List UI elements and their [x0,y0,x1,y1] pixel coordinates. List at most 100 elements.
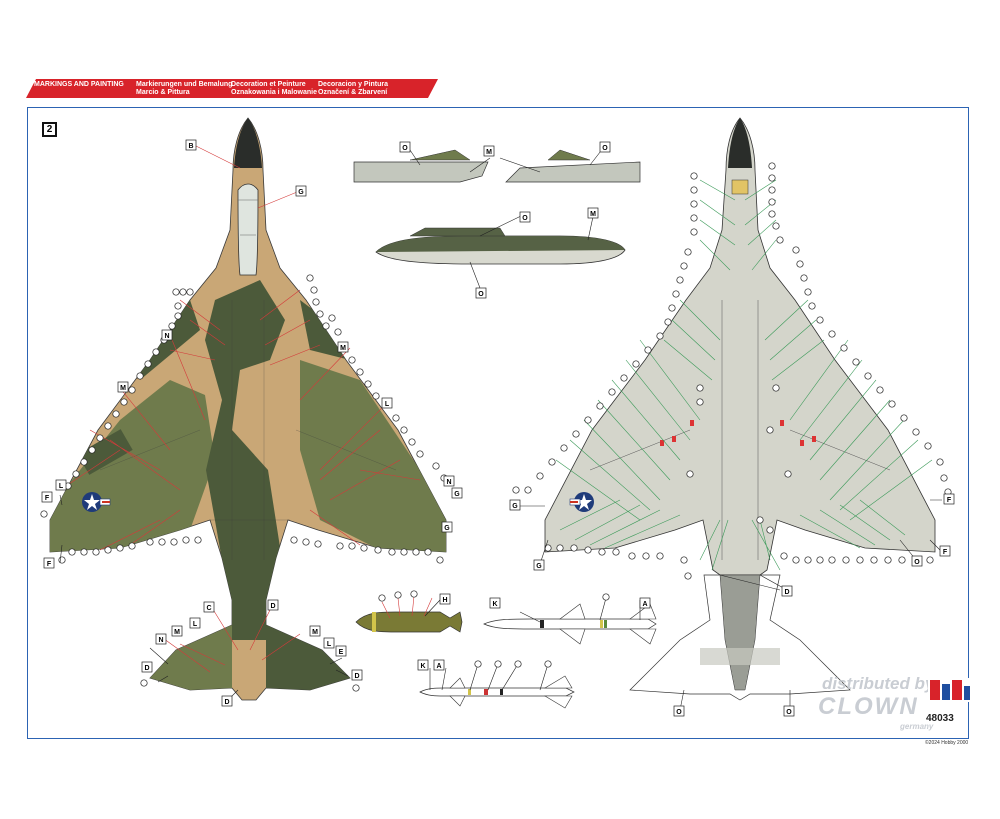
callout-F: F [41,491,53,503]
callout-M6: M [587,207,599,219]
callout-L2: L [55,479,67,491]
callout-L4: L [323,637,335,649]
svg-text:D: D [354,673,359,680]
title-en: MARKINGS AND PAINTING [34,81,124,88]
svg-text:D: D [784,589,789,596]
sheet-number: 2 [42,122,57,137]
callout-M5: M [483,145,495,157]
callout-F2: F [43,557,55,569]
callout-M2: M [117,381,129,393]
svg-text:D: D [224,699,229,706]
missile-sparrow [483,597,657,645]
svg-text:O: O [786,709,792,716]
callout-N: N [161,329,173,341]
callout-M3: M [171,625,183,637]
svg-text:L: L [193,621,198,628]
callout-G5: G [533,559,545,571]
callout-O2: O [599,141,611,153]
left-callout-bubbles [40,274,448,692]
svg-text:E: E [339,649,344,656]
svg-text:G: G [444,525,450,532]
callout-F3: F [943,493,955,505]
svg-text:O: O [676,709,682,716]
callout-N3: N [155,633,167,645]
svg-text:C: C [206,605,211,612]
svg-text:G: G [512,503,518,510]
banner-shape [26,79,438,98]
right-callout-bubbles [512,162,952,580]
callout-O7: O [783,705,795,717]
callout-G2: G [451,487,463,499]
svg-text:F: F [947,497,952,504]
title-es: Decoracion y Pintura [318,81,389,88]
callout-L3: L [189,617,201,629]
svg-text:N: N [158,637,163,644]
missile-bubbles [602,593,610,601]
callout-L: L [381,397,393,409]
bomb [355,595,463,633]
missile2-bubbles [474,660,552,668]
callout-G: G [295,185,307,197]
callout-O5: O [911,555,923,567]
svg-text:M: M [174,629,180,636]
callout-A: A [639,597,651,609]
top-view-aircraft [49,117,447,701]
svg-text:F: F [45,495,50,502]
letter-callouts: B G N M M L L F F N G G C D L M N M L E … [41,139,955,717]
callout-D: D [267,599,279,611]
svg-text:A: A [642,601,647,608]
bomb-bubbles [378,590,418,602]
svg-text:O: O [522,215,528,222]
svg-text:B: B [188,143,193,150]
sheet-frame [27,107,969,739]
callout-M: M [337,341,349,353]
missile-sidewinder [419,663,575,709]
svg-text:L: L [327,641,332,648]
svg-text:M: M [486,149,492,156]
right-letter-leaders [520,499,943,711]
svg-text:N: N [164,333,169,340]
title-cz: Označení & Zbarvení [318,89,388,96]
callout-O1: O [399,141,411,153]
tank-leaders [407,146,605,289]
svg-text:M: M [590,211,596,218]
svg-text:M: M [120,385,126,392]
title-it: Marcio & Pittura [136,89,190,96]
watermark-line3: germany [900,722,934,731]
callout-O3: O [519,211,531,223]
left-leaders [59,145,421,673]
callout-N2: N [443,475,455,487]
watermark-line1: distributed by [822,674,935,693]
callout-H: H [439,593,451,605]
title-fr: Decoration et Peinture [231,81,306,88]
svg-text:O: O [602,145,608,152]
svg-text:O: O [914,559,920,566]
right-leaders [555,179,933,571]
header-banner: MARKINGS AND PAINTING Markierungen und B… [26,79,438,98]
callout-D4: D [221,695,233,707]
svg-text:K: K [492,601,497,608]
svg-text:M: M [312,629,318,636]
title-pl: Oznakowania i Malowanie [231,89,317,96]
callout-F4: F [939,545,951,557]
svg-text:H: H [442,597,447,604]
svg-text:N: N [446,479,451,486]
svg-text:A: A [436,663,441,670]
hobby2000-logo [928,678,972,702]
drop-tanks [353,149,641,265]
svg-text:O: O [478,291,484,298]
svg-text:L: L [385,401,390,408]
callout-O4: O [475,287,487,299]
callout-A2: A [433,659,445,671]
svg-text:G: G [536,563,542,570]
callout-G4: G [509,499,521,511]
svg-text:G: G [298,189,304,196]
callout-C: C [203,601,215,613]
svg-text:O: O [402,145,408,152]
callout-M4: M [309,625,321,637]
product-code: 48033 [926,713,954,724]
callout-D2: D [141,661,153,673]
svg-text:G: G [454,491,460,498]
bottom-view-aircraft [544,117,936,701]
